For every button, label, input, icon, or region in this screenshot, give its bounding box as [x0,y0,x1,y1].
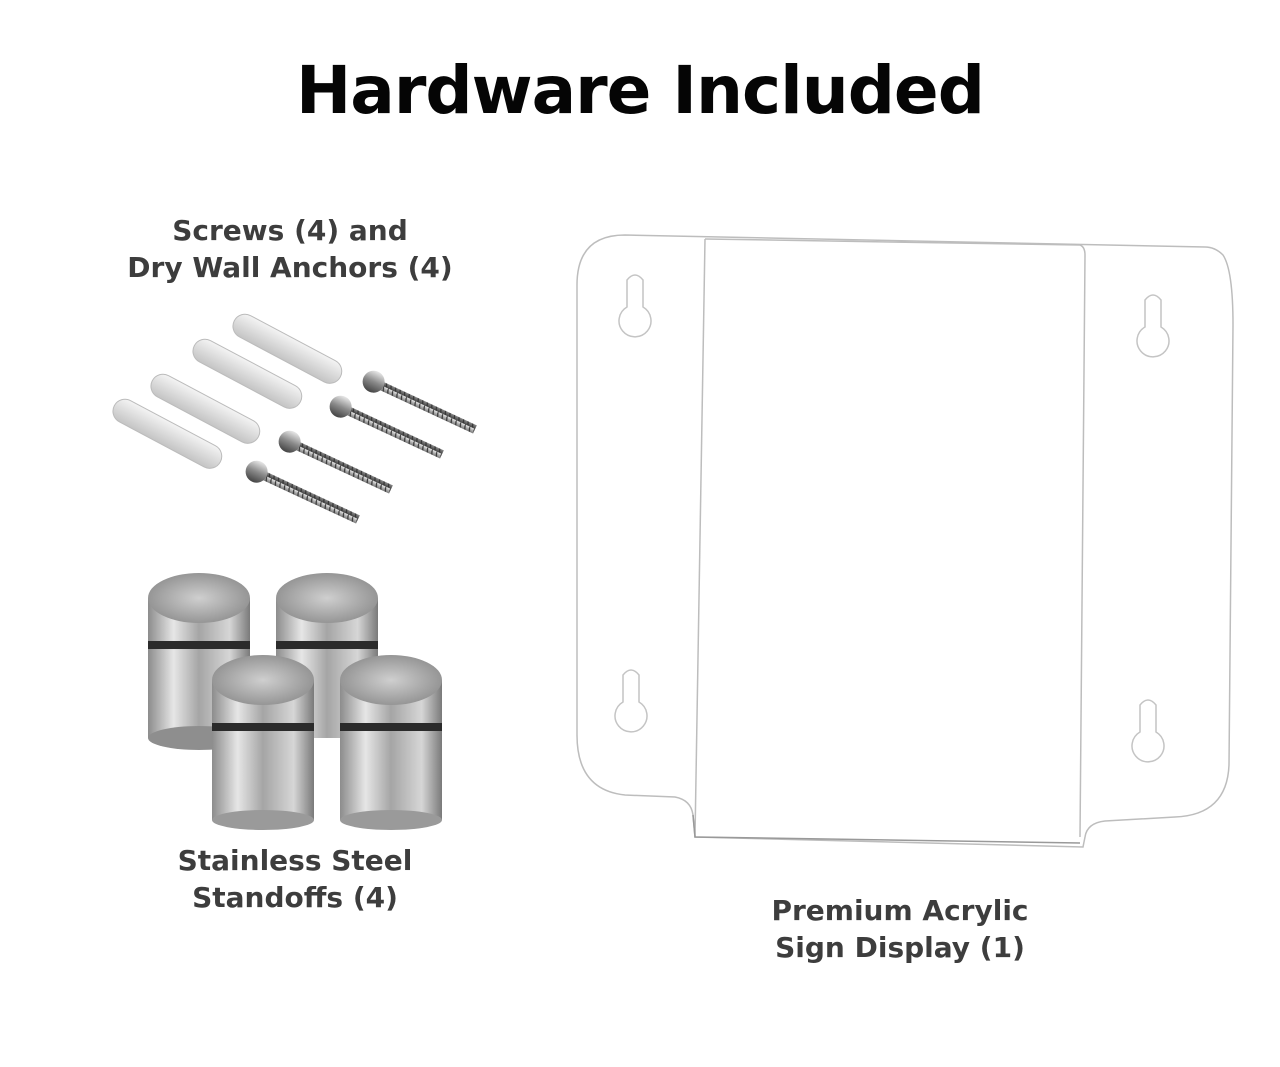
label-line: Stainless Steel [177,844,413,877]
label-line: Premium Acrylic [771,894,1029,927]
standoffs-label: Stainless Steel Standoffs (4) [120,842,470,916]
anchor-icon [112,313,343,469]
page-title: Hardware Included [296,52,985,129]
backplate-outline [576,234,1234,848]
label-line: Sign Display (1) [775,931,1025,964]
screws-anchors-image [112,313,477,524]
acrylic-sign-image [576,234,1234,848]
label-line: Standoffs (4) [192,881,398,914]
screws-anchors-label: Screws (4) and Dry Wall Anchors (4) [100,212,480,286]
label-line: Dry Wall Anchors (4) [127,251,453,284]
acrylic-sign-label: Premium Acrylic Sign Display (1) [720,892,1080,966]
standoff-icon [148,573,442,830]
standoffs-image [148,573,442,830]
screw-icon [245,370,477,524]
label-line: Screws (4) and [172,214,408,247]
keyhole-icon [614,274,1170,763]
front-panel-outline [704,238,1086,838]
